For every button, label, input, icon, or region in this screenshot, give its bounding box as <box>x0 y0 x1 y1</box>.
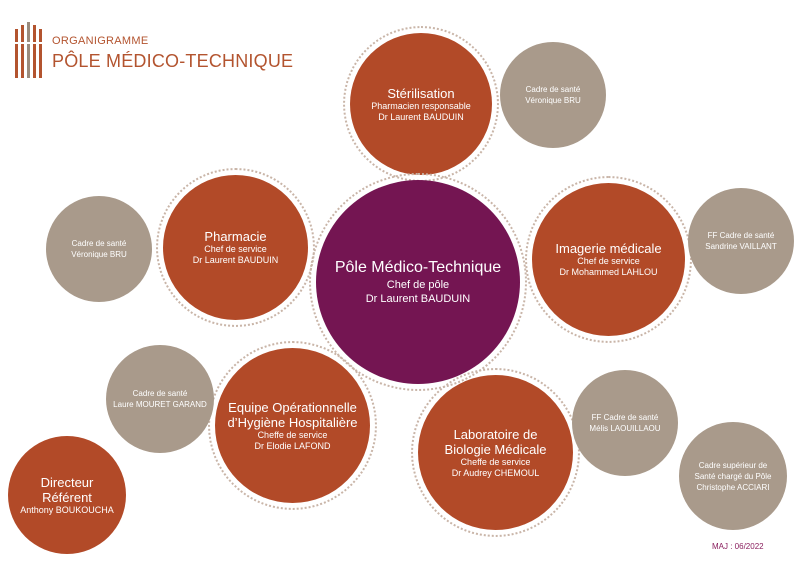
cadre-role: FF Cadre de santé <box>591 413 659 422</box>
pole-name: Dr Laurent BAUDUIN <box>365 293 471 305</box>
update-date: MAJ : 06/2022 <box>712 542 764 551</box>
unit-title-line2: d’Hygiène Hospitalière <box>227 414 358 430</box>
cadre-role: FF Cadre de santé <box>707 231 775 240</box>
pole-role: Chef de pôle <box>386 279 450 291</box>
unit-sterilisation: Stérilisation Pharmacien responsable Dr … <box>343 26 499 182</box>
unit-title-line1: Equipe Opérationnelle <box>228 399 357 415</box>
cadre-role: Cadre de santé <box>71 239 127 248</box>
hospital-columns-logo-icon <box>15 22 42 78</box>
header-subtitle: ORGANIGRAMME <box>52 35 149 47</box>
unit-name: Dr Mohammed LAHLOU <box>559 267 658 277</box>
cadre-superieur: Cadre supérieur de Santé chargé du Pôle … <box>679 422 787 530</box>
unit-name: Dr Laurent BAUDUIN <box>378 111 464 122</box>
unit-title-line2: Biologie Médicale <box>444 441 547 457</box>
cadre-role: Cadre de santé <box>132 389 188 398</box>
unit-title: Imagerie médicale <box>555 241 662 256</box>
unit-pharmacie: Pharmacie Chef de service Dr Laurent BAU… <box>156 168 315 327</box>
cadre-laboratoire: FF Cadre de santé Mélis LAOUILLAOU <box>572 370 678 476</box>
unit-laboratoire: Laboratoire de Biologie Médicale Cheffe … <box>411 368 580 537</box>
header-title: PÔLE MÉDICO-TECHNIQUE <box>52 51 294 71</box>
unit-role: Cheffe de service <box>257 429 328 440</box>
directeur-referent: Directeur Référent Anthony BOUKOUCHA <box>8 436 126 554</box>
unit-role: Chef de service <box>577 256 640 266</box>
unit-title: Pharmacie <box>204 229 267 244</box>
cadre-name: Mélis LAOUILLAOU <box>589 424 661 433</box>
cadre-name: Véronique BRU <box>71 250 127 259</box>
unit-role: Pharmacien responsable <box>371 100 471 111</box>
cadre-name: Sandrine VAILLANT <box>705 242 777 251</box>
cadre-name: Laure MOURET GARAND <box>113 400 207 409</box>
unit-title: Stérilisation <box>387 85 455 101</box>
cadre-role-line1: Cadre supérieur de <box>698 460 768 470</box>
cadre-role: Cadre de santé <box>525 85 581 94</box>
directeur-name: Anthony BOUKOUCHA <box>20 504 114 515</box>
cadre-imagerie: FF Cadre de santé Sandrine VAILLANT <box>688 188 794 294</box>
unit-hygiene: Equipe Opérationnelle d’Hygiène Hospital… <box>208 341 377 510</box>
pole-title: Pôle Médico-Technique <box>334 259 502 276</box>
unit-role: Cheffe de service <box>460 456 531 467</box>
unit-name: Dr Elodie LAFOND <box>254 440 331 451</box>
pole-center: Pôle Médico-Technique Chef de pôle Dr La… <box>309 173 527 391</box>
cadre-name: Véronique BRU <box>525 96 581 105</box>
unit-name: Dr Audrey CHEMOUL <box>451 467 540 478</box>
cadre-sterilisation: Cadre de santé Véronique BRU <box>500 42 606 148</box>
cadre-role-line2: Santé chargé du Pôle <box>694 471 772 481</box>
unit-title-line1: Laboratoire de <box>453 426 538 442</box>
unit-name: Dr Laurent BAUDUIN <box>192 255 279 265</box>
unit-role: Chef de service <box>204 244 267 254</box>
cadre-pharmacie: Cadre de santé Véronique BRU <box>46 196 152 302</box>
cadre-name: Christophe ACCIARI <box>696 482 770 492</box>
unit-imagerie: Imagerie médicale Chef de service Dr Moh… <box>525 176 692 343</box>
cadre-hygiene: Cadre de santé Laure MOURET GARAND <box>106 345 214 453</box>
directeur-title: Directeur Référent <box>40 474 94 505</box>
